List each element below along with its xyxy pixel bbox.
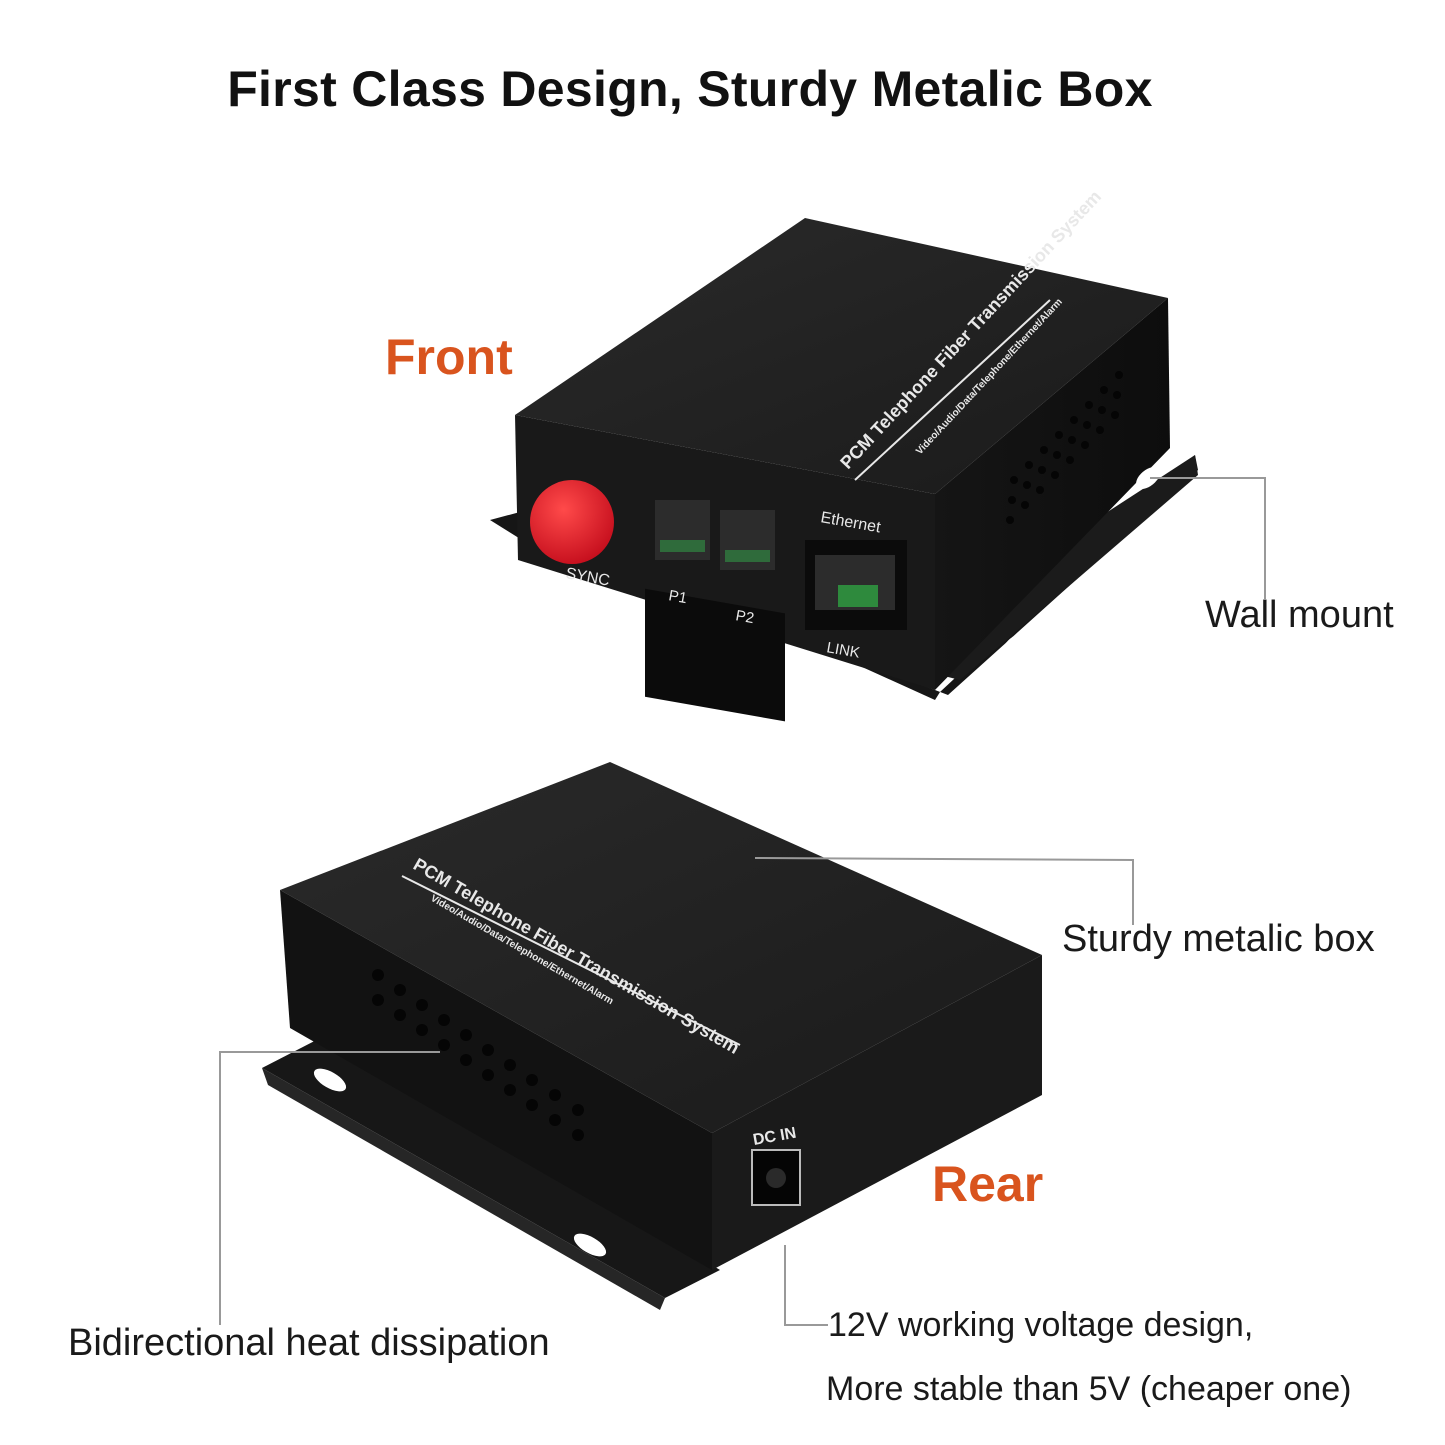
front-mount-slot-right [1136, 467, 1160, 489]
rear-mount-slot-left [313, 1068, 347, 1092]
port-p2-contacts [725, 550, 770, 562]
leader-sturdy-box [754, 857, 1134, 925]
rear-bracket [262, 1032, 720, 1298]
front-top-face [515, 218, 1168, 494]
callout-voltage-line2: More stable than 5V (cheaper one) [826, 1370, 1352, 1408]
rear-label: Rear [932, 1156, 1044, 1212]
leader-voltage [784, 1245, 828, 1326]
leader-wall-mount [1150, 477, 1266, 600]
front-brand-underline [854, 299, 1051, 481]
label-link: LINK [825, 639, 861, 662]
ethernet-port-contacts [838, 585, 878, 607]
front-device [490, 218, 1266, 722]
label-p2: P2 [734, 607, 755, 627]
dc-in-jack-hole [766, 1168, 786, 1188]
rear-bracket-edge [262, 1068, 665, 1310]
port-p1-contacts [660, 540, 705, 552]
label-p1: P1 [667, 587, 688, 607]
callout-sturdy-box: Sturdy metalic box [1062, 918, 1375, 960]
rear-brand-underline [401, 875, 741, 1046]
front-label: Front [385, 329, 513, 385]
rear-mount-slot-right [573, 1233, 607, 1257]
sync-connector-cap [530, 480, 614, 564]
leader-heat-dissipation [219, 1051, 440, 1325]
rear-side-face [280, 890, 712, 1270]
front-mount-slot-left [1003, 634, 1027, 656]
rj11-port-block [645, 588, 785, 722]
front-side-face [935, 298, 1170, 690]
page-title: First Class Design, Sturdy Metalic Box [227, 61, 1153, 117]
rear-vent-holes [372, 969, 584, 1141]
rear-top-face [280, 762, 1042, 1133]
callout-wall-mount: Wall mount [1205, 594, 1394, 636]
callout-heat-dissipation: Bidirectional heat dissipation [68, 1322, 550, 1364]
front-vent-holes [1006, 371, 1123, 524]
rear-device [219, 762, 1134, 1326]
callout-voltage-line1: 12V working voltage design, [828, 1306, 1254, 1344]
